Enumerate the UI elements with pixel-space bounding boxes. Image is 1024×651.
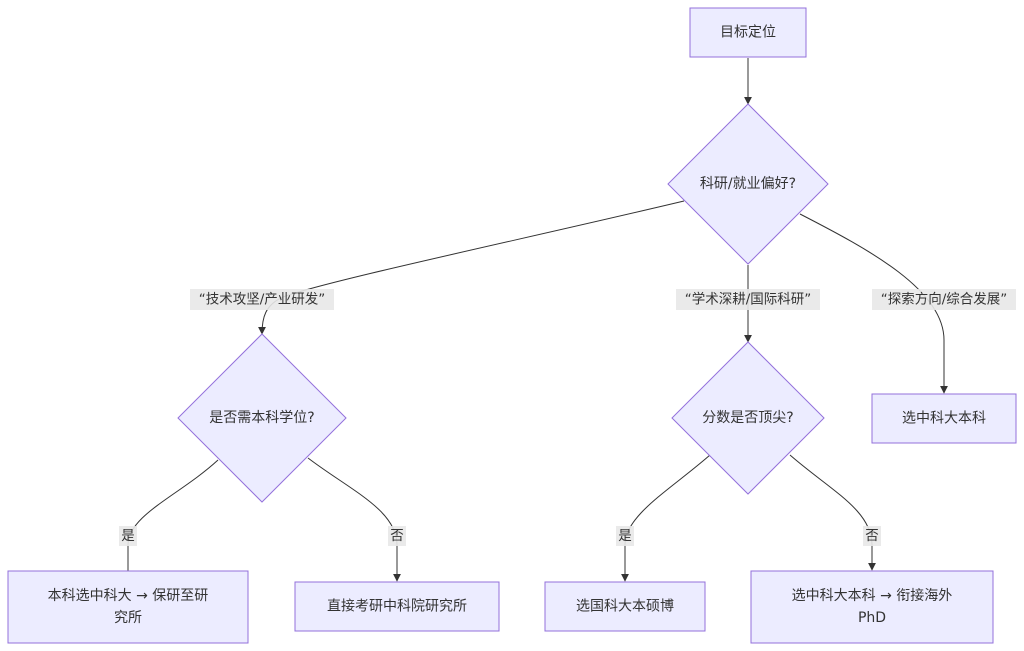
node-degree-decision[interactable]: 是否需本科学位? bbox=[177, 333, 347, 503]
node-ustc-abroad-label-line2: PhD bbox=[858, 610, 886, 626]
node-score-decision[interactable]: 分数是否顶尖? bbox=[671, 341, 825, 495]
edge-label-tech: “技术攻坚/产业研发” bbox=[190, 289, 334, 310]
node-ustc-direct-label: 选中科大本科 bbox=[902, 411, 986, 427]
node-goal[interactable]: 目标定位 bbox=[689, 7, 807, 58]
edge-label-degree-yes: 是 bbox=[119, 526, 137, 546]
node-kaoyan-label: 直接考研中科院研究所 bbox=[327, 598, 467, 615]
edge-label-score-yes: 是 bbox=[616, 526, 634, 546]
edge-score-no bbox=[789, 454, 876, 571]
edge-label-tech-text: “技术攻坚/产业研发” bbox=[199, 292, 326, 308]
edge-score-yes bbox=[621, 454, 711, 582]
edge-label-explore: “探索方向/综合发展” bbox=[872, 289, 1016, 310]
edge-label-score-yes-text: 是 bbox=[618, 528, 632, 544]
node-score-label: 分数是否顶尖? bbox=[702, 410, 793, 426]
edge-label-score-no-text: 否 bbox=[865, 528, 879, 544]
edge-label-explore-text: “探索方向/综合发展” bbox=[881, 292, 1008, 308]
edge-label-degree-no: 否 bbox=[388, 526, 406, 546]
node-degree-label: 是否需本科学位? bbox=[209, 410, 314, 426]
edge-degree-no bbox=[307, 457, 401, 582]
edges bbox=[124, 58, 948, 582]
node-ustc-abroad[interactable]: 选中科大本科 → 衔接海外 PhD bbox=[750, 570, 994, 644]
node-preference-decision[interactable]: 科研/就业偏好? bbox=[667, 103, 829, 265]
edge-labels: “技术攻坚/产业研发” “学术深耕/国际科研” “探索方向/综合发展” 是 否 … bbox=[119, 289, 1016, 546]
node-ucas-phd[interactable]: 选国科大本硕博 bbox=[544, 581, 706, 632]
node-ucas-phd-label: 选国科大本硕博 bbox=[576, 598, 674, 615]
node-ustc-abroad-label-line1: 选中科大本科 → 衔接海外 bbox=[792, 587, 953, 604]
edge-preference-to-degree bbox=[258, 200, 685, 335]
node-ustc-direct[interactable]: 选中科大本科 bbox=[871, 393, 1017, 444]
node-goal-label: 目标定位 bbox=[720, 25, 776, 41]
edge-label-degree-no-text: 否 bbox=[390, 528, 404, 544]
edge-label-academic: “学术深耕/国际科研” bbox=[676, 289, 820, 310]
node-ustc-tuimian-label-line2: 究所 bbox=[114, 610, 142, 626]
edge-degree-yes bbox=[124, 459, 219, 582]
edge-label-score-no: 否 bbox=[863, 526, 881, 546]
edge-preference-to-ustc-direct bbox=[799, 213, 948, 394]
edge-label-academic-text: “学术深耕/国际科研” bbox=[685, 291, 812, 308]
node-ustc-tuimian-label-line1: 本科选中科大 → 保研至研 bbox=[48, 588, 209, 604]
node-preference-label: 科研/就业偏好? bbox=[700, 176, 796, 192]
node-kaoyan[interactable]: 直接考研中科院研究所 bbox=[294, 581, 500, 632]
node-ustc-tuimian[interactable]: 本科选中科大 → 保研至研 究所 bbox=[7, 570, 249, 644]
nodes: 目标定位 科研/就业偏好? 是否需本科学位? 分数是否顶尖? 选中科大本科 本科… bbox=[7, 7, 1017, 644]
edge-label-degree-yes-text: 是 bbox=[121, 528, 135, 544]
